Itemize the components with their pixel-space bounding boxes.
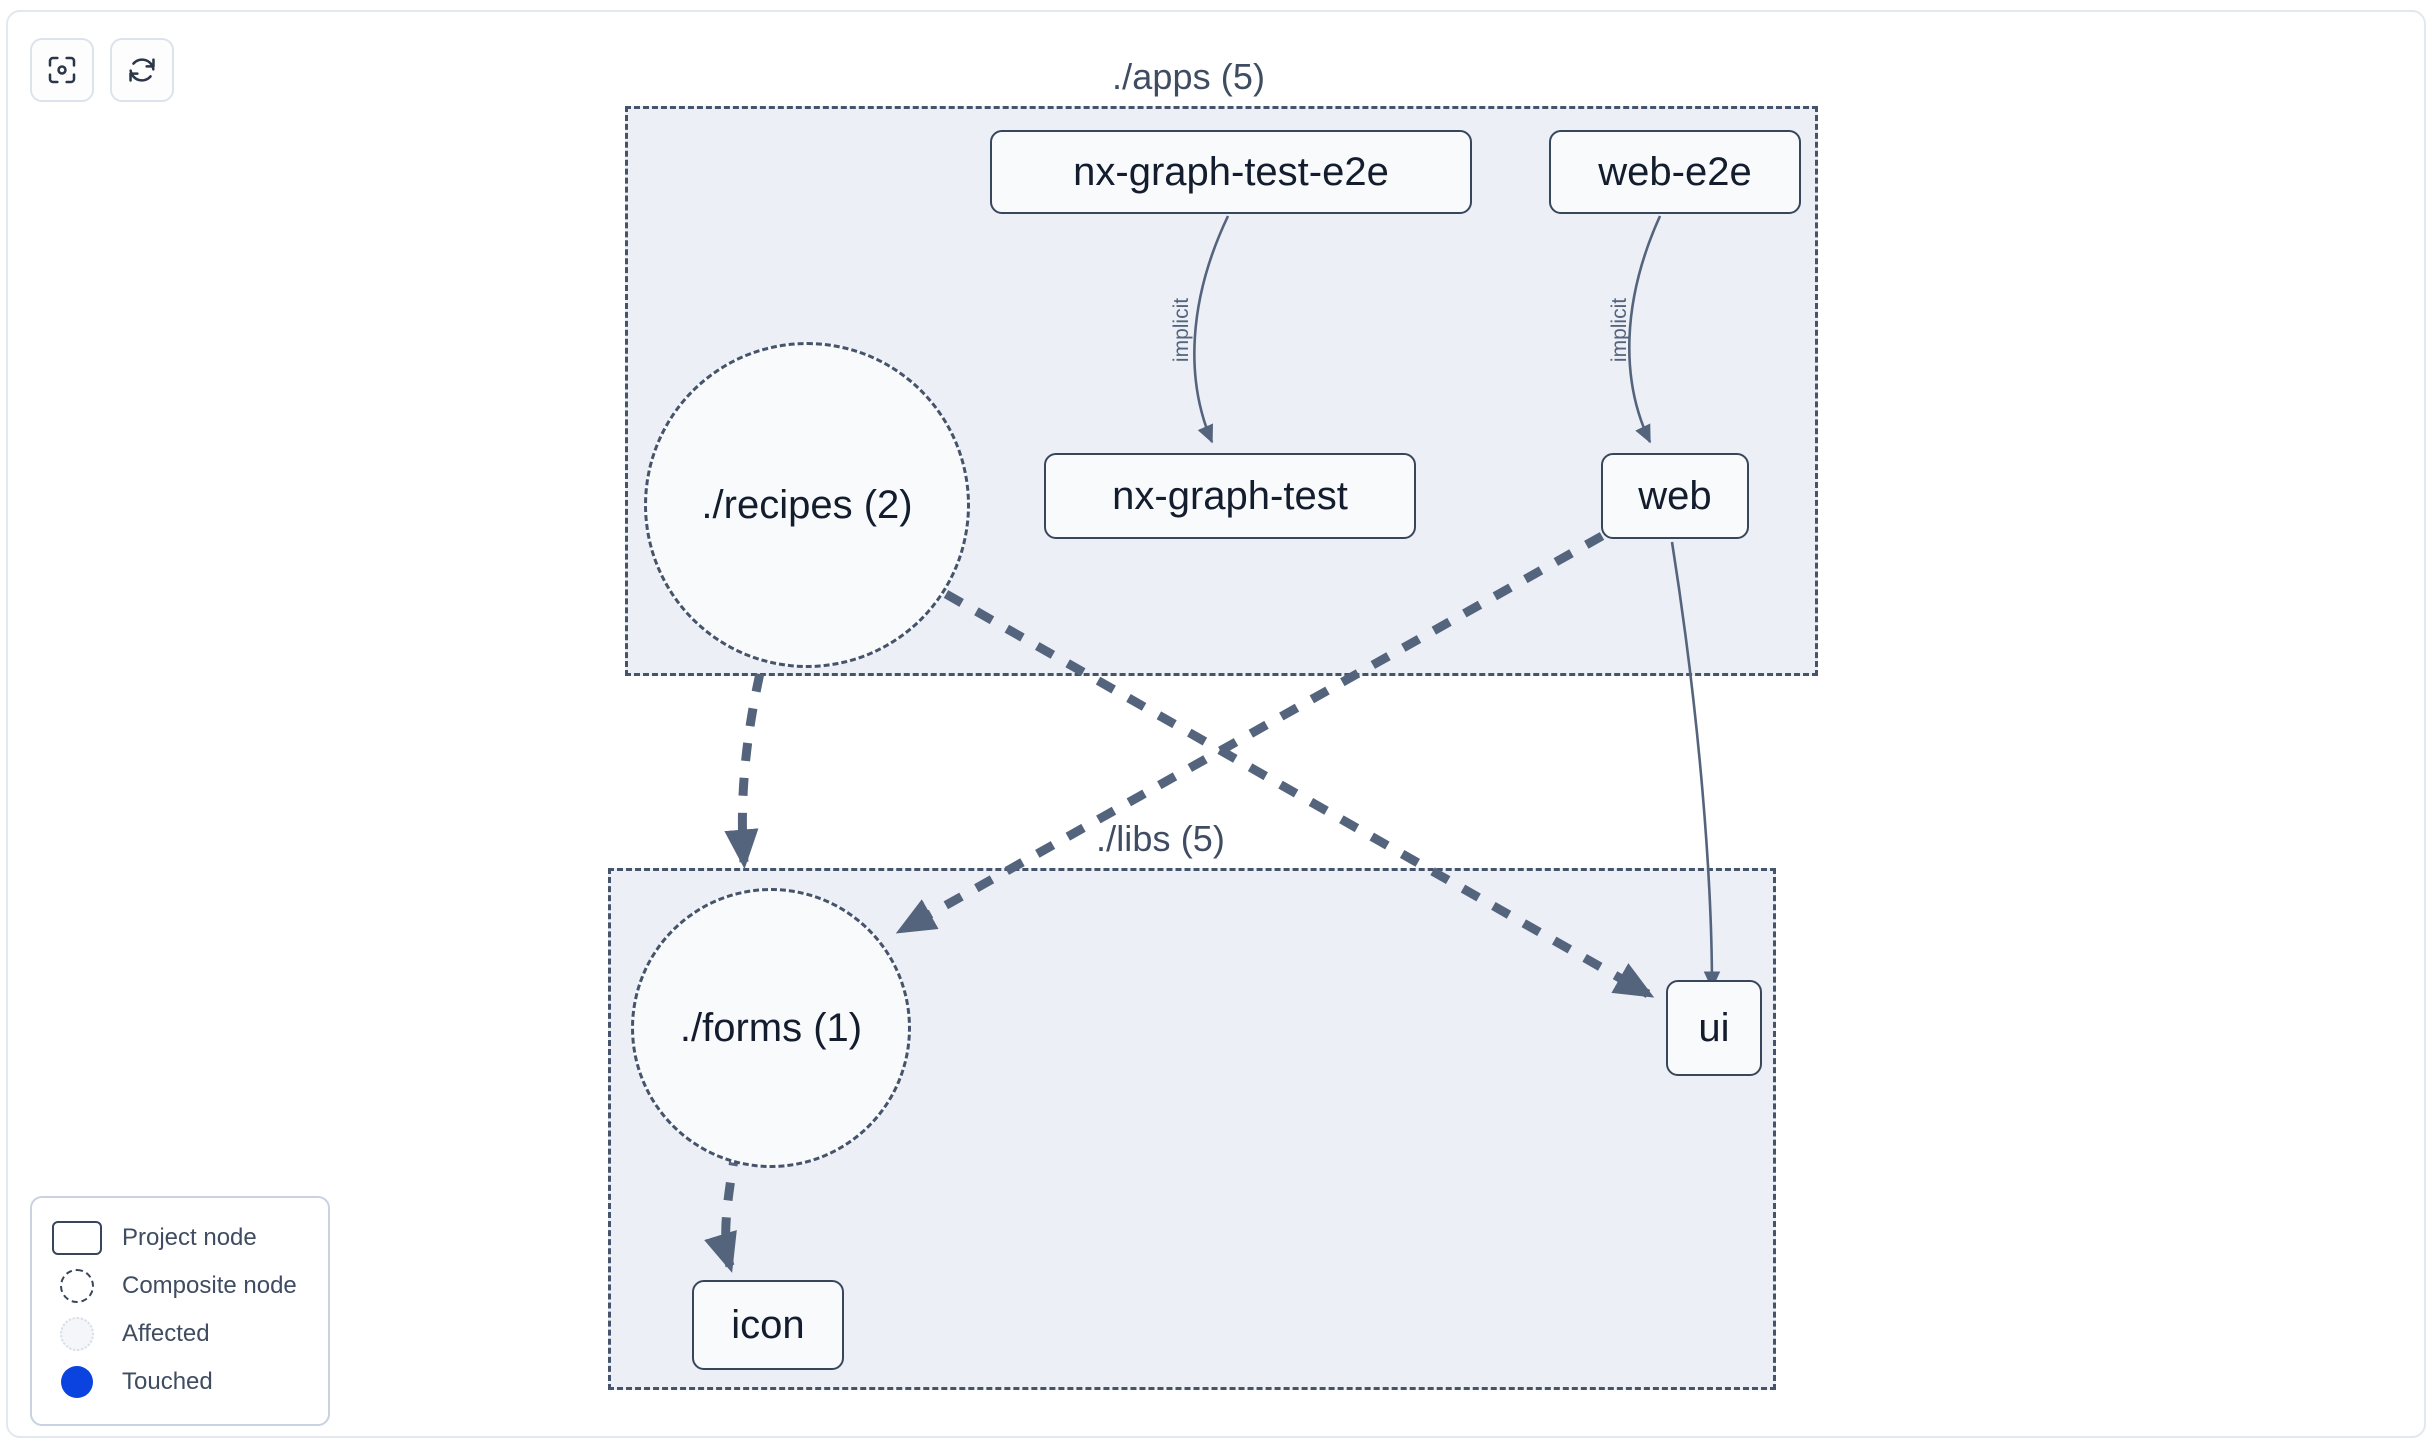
node-label: icon	[731, 1302, 805, 1347]
focus-target-icon	[46, 54, 78, 86]
node-label: nx-graph-test	[1112, 473, 1348, 518]
legend-item-project-node: Project node	[50, 1214, 310, 1262]
refresh-graph-button[interactable]	[110, 38, 174, 102]
legend-label: Project node	[122, 1224, 257, 1251]
focus-graph-button[interactable]	[30, 38, 94, 102]
legend-item-composite-node: Composite node	[50, 1262, 310, 1310]
legend-label: Affected	[122, 1320, 210, 1347]
affected-swatch	[50, 1317, 104, 1351]
refresh-icon	[126, 54, 158, 86]
node-recipes-composite[interactable]: ./recipes (2)	[644, 342, 970, 668]
touched-swatch	[50, 1365, 104, 1399]
node-web[interactable]: web	[1601, 453, 1749, 539]
node-nx-graph-test[interactable]: nx-graph-test	[1044, 453, 1416, 539]
composite-node-swatch	[50, 1269, 104, 1303]
group-label-libs: ./libs (5)	[1096, 818, 1226, 859]
node-web-e2e[interactable]: web-e2e	[1549, 130, 1801, 214]
legend-label: Composite node	[122, 1272, 297, 1299]
node-label: web	[1638, 473, 1712, 518]
node-label: ui	[1698, 1005, 1730, 1050]
node-forms-composite[interactable]: ./forms (1)	[631, 888, 911, 1168]
node-label: ./recipes (2)	[701, 482, 913, 527]
legend-item-touched: Touched	[50, 1358, 310, 1406]
legend-label: Touched	[122, 1368, 213, 1395]
node-nx-graph-test-e2e[interactable]: nx-graph-test-e2e	[990, 130, 1472, 214]
group-label-apps: ./apps (5)	[1112, 56, 1266, 97]
node-label: nx-graph-test-e2e	[1073, 149, 1389, 194]
graph-toolbar	[30, 38, 174, 102]
node-label: ./forms (1)	[679, 1005, 863, 1050]
project-node-swatch	[50, 1221, 104, 1255]
legend-item-affected: Affected	[50, 1310, 310, 1358]
node-ui[interactable]: ui	[1666, 980, 1762, 1076]
node-icon[interactable]: icon	[692, 1280, 844, 1370]
node-label: web-e2e	[1598, 149, 1752, 194]
graph-legend: Project node Composite node Affected Tou…	[30, 1196, 330, 1426]
